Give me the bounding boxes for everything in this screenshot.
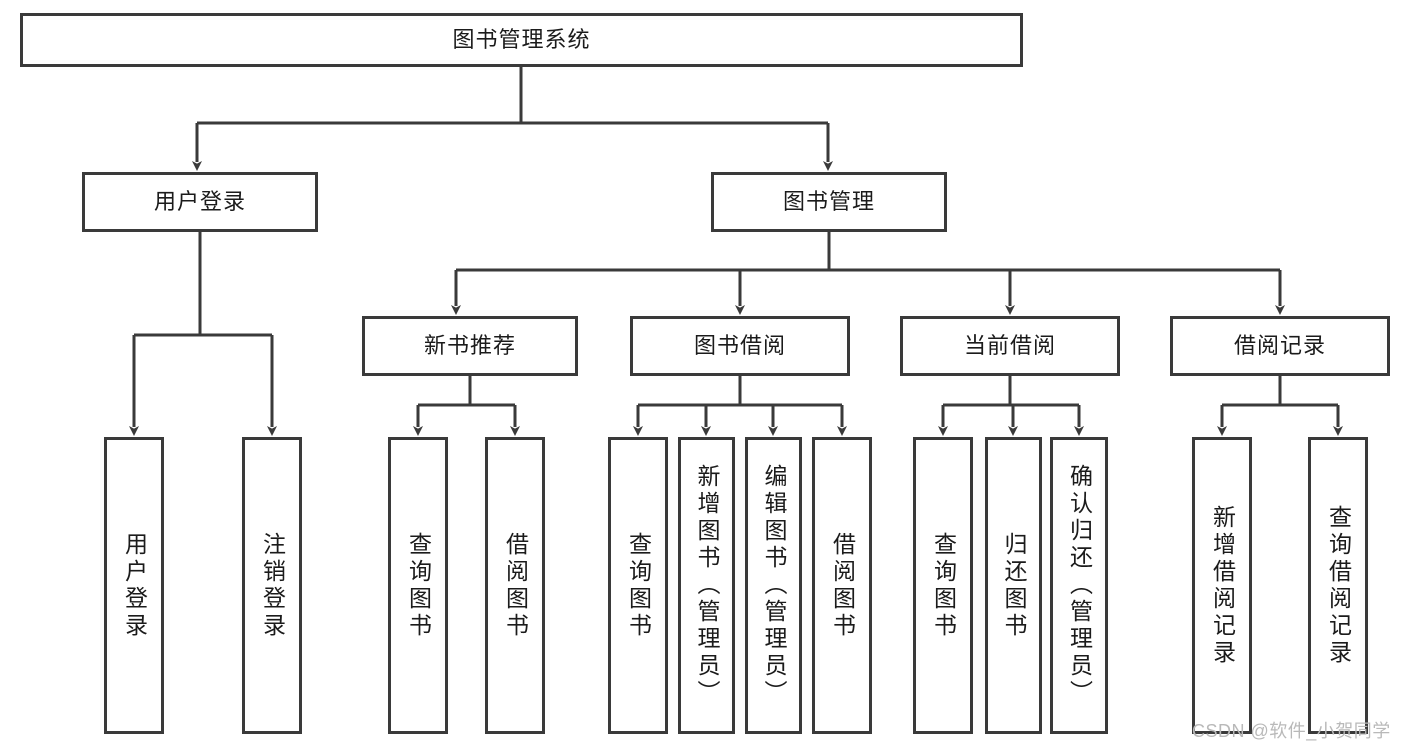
leaf-user-logout[interactable]: 注销登录: [242, 437, 302, 734]
leaf-user-login-label: 用户登录: [121, 531, 148, 640]
leaf-query-book-recommend-label: 查询图书: [405, 531, 432, 640]
leaf-borrow-book-recommend[interactable]: 借阅图书: [485, 437, 545, 734]
node-root[interactable]: 图书管理系统: [20, 13, 1023, 67]
leaf-query-book-recommend[interactable]: 查询图书: [388, 437, 448, 734]
leaf-query-book-current[interactable]: 查询图书: [913, 437, 973, 734]
watermark: CSDN @软件_小贺同学: [1192, 721, 1391, 741]
leaf-user-login[interactable]: 用户登录: [104, 437, 164, 734]
node-current-borrow-label: 当前借阅: [963, 332, 1056, 358]
node-borrow-record-label: 借阅记录: [1233, 332, 1326, 358]
leaf-query-borrow-record[interactable]: 查询借阅记录: [1308, 437, 1368, 734]
leaf-query-book-current-label: 查询图书: [930, 531, 957, 640]
leaf-query-book-borrow-label: 查询图书: [625, 531, 652, 640]
leaf-borrow-book-recommend-label: 借阅图书: [502, 531, 529, 640]
node-current-borrow[interactable]: 当前借阅: [900, 316, 1120, 376]
leaf-add-borrow-record-label: 新增借阅记录: [1209, 504, 1236, 667]
leaf-return-book[interactable]: 归还图书: [985, 437, 1042, 734]
node-book-borrow-label: 图书借阅: [693, 332, 786, 358]
leaf-confirm-return-admin[interactable]: 确认归还（管理员）: [1050, 437, 1108, 734]
leaf-add-book-admin[interactable]: 新增图书（管理员）: [678, 437, 735, 734]
node-book-borrow[interactable]: 图书借阅: [630, 316, 850, 376]
node-new-book-recommend-label: 新书推荐: [423, 332, 516, 358]
node-user-login-label: 用户登录: [153, 188, 246, 214]
leaf-confirm-return-admin-label: 确认归还（管理员）: [1066, 464, 1093, 707]
leaf-borrow-book-label: 借阅图书: [829, 531, 856, 640]
node-borrow-record[interactable]: 借阅记录: [1170, 316, 1390, 376]
node-book-management[interactable]: 图书管理: [711, 172, 947, 232]
leaf-user-logout-label: 注销登录: [259, 531, 286, 640]
leaf-query-book-borrow[interactable]: 查询图书: [608, 437, 668, 734]
leaf-borrow-book[interactable]: 借阅图书: [812, 437, 872, 734]
leaf-return-book-label: 归还图书: [1001, 531, 1027, 640]
node-new-book-recommend[interactable]: 新书推荐: [362, 316, 578, 376]
leaf-query-borrow-record-label: 查询借阅记录: [1325, 504, 1352, 667]
node-root-label: 图书管理系统: [452, 26, 591, 52]
node-book-management-label: 图书管理: [782, 188, 875, 214]
leaf-add-borrow-record[interactable]: 新增借阅记录: [1192, 437, 1252, 734]
node-user-login[interactable]: 用户登录: [82, 172, 318, 232]
leaf-edit-book-admin[interactable]: 编辑图书（管理员）: [745, 437, 802, 734]
leaf-add-book-admin-label: 新增图书（管理员）: [694, 464, 720, 707]
leaf-edit-book-admin-label: 编辑图书（管理员）: [761, 464, 787, 707]
